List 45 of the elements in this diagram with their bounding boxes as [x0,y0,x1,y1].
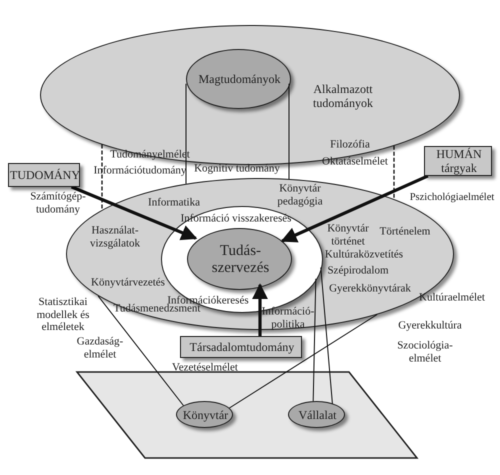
connector-line [288,83,290,180]
connector-line [320,267,333,404]
topic-label: Szépirodalom [326,264,390,278]
label-box [180,336,302,358]
connector-line [393,146,395,200]
node-label: Vállalat [298,408,338,422]
node-label: Magtudományok [198,73,282,87]
topic-label: Oktatáselmélet [321,156,389,168]
topic-label: Információ-politika [260,305,316,331]
label-box [424,146,492,176]
center-ellipse [187,228,292,290]
topic-label: Filozófia [329,138,371,152]
node-label: Alkalmazott tudományok [312,83,374,111]
label-box [8,163,80,187]
connector-line [98,295,184,406]
node-label: Könyvtár [182,408,230,422]
topic-label: Használat-vizsgálatok [88,224,142,250]
topic-label: Számítógép-tudomány [29,190,87,216]
node-label: TUDOMÁNY [10,169,80,183]
node-label: Társadalomtudomány [188,341,296,355]
node-label: Tudás-szervezés [210,242,270,278]
topic-label: Pszichológiaelmélet [408,192,496,204]
topic-label: Gyerekkultúra [397,320,463,332]
plane-shape [77,372,417,458]
topic-label: Könyvtárvezetés [90,276,166,290]
topic-label: Statisztikai modellek és elméletek [36,296,90,334]
connector-line [70,185,198,240]
topic-label: Történelem [378,226,432,238]
topic-label: Vezetéselmélet [171,362,239,374]
topic-label: Gazdaság-elmélet [76,335,124,361]
connector-line [280,174,429,242]
core-ellipse [186,49,291,109]
topic-label: Könyvtár történet [326,222,370,248]
connector-line [228,314,378,408]
topic-label: Kultúraközvetítés [324,248,404,262]
connector-line [252,283,268,336]
connector-line [312,278,316,402]
topic-label: Kognitív tudomány [193,162,281,176]
topic-label: Informatika [147,196,201,210]
topic-label: Gyerekkönyvtárak [328,282,412,296]
node-label: HUMÁN tárgyak [435,148,483,176]
topic-label: Könyvtár pedagógia [276,182,324,208]
topic-label: Szociológia-elmélet [396,339,454,365]
topic-label: Kultúraelmélet [418,292,486,304]
connector-line [101,144,103,210]
